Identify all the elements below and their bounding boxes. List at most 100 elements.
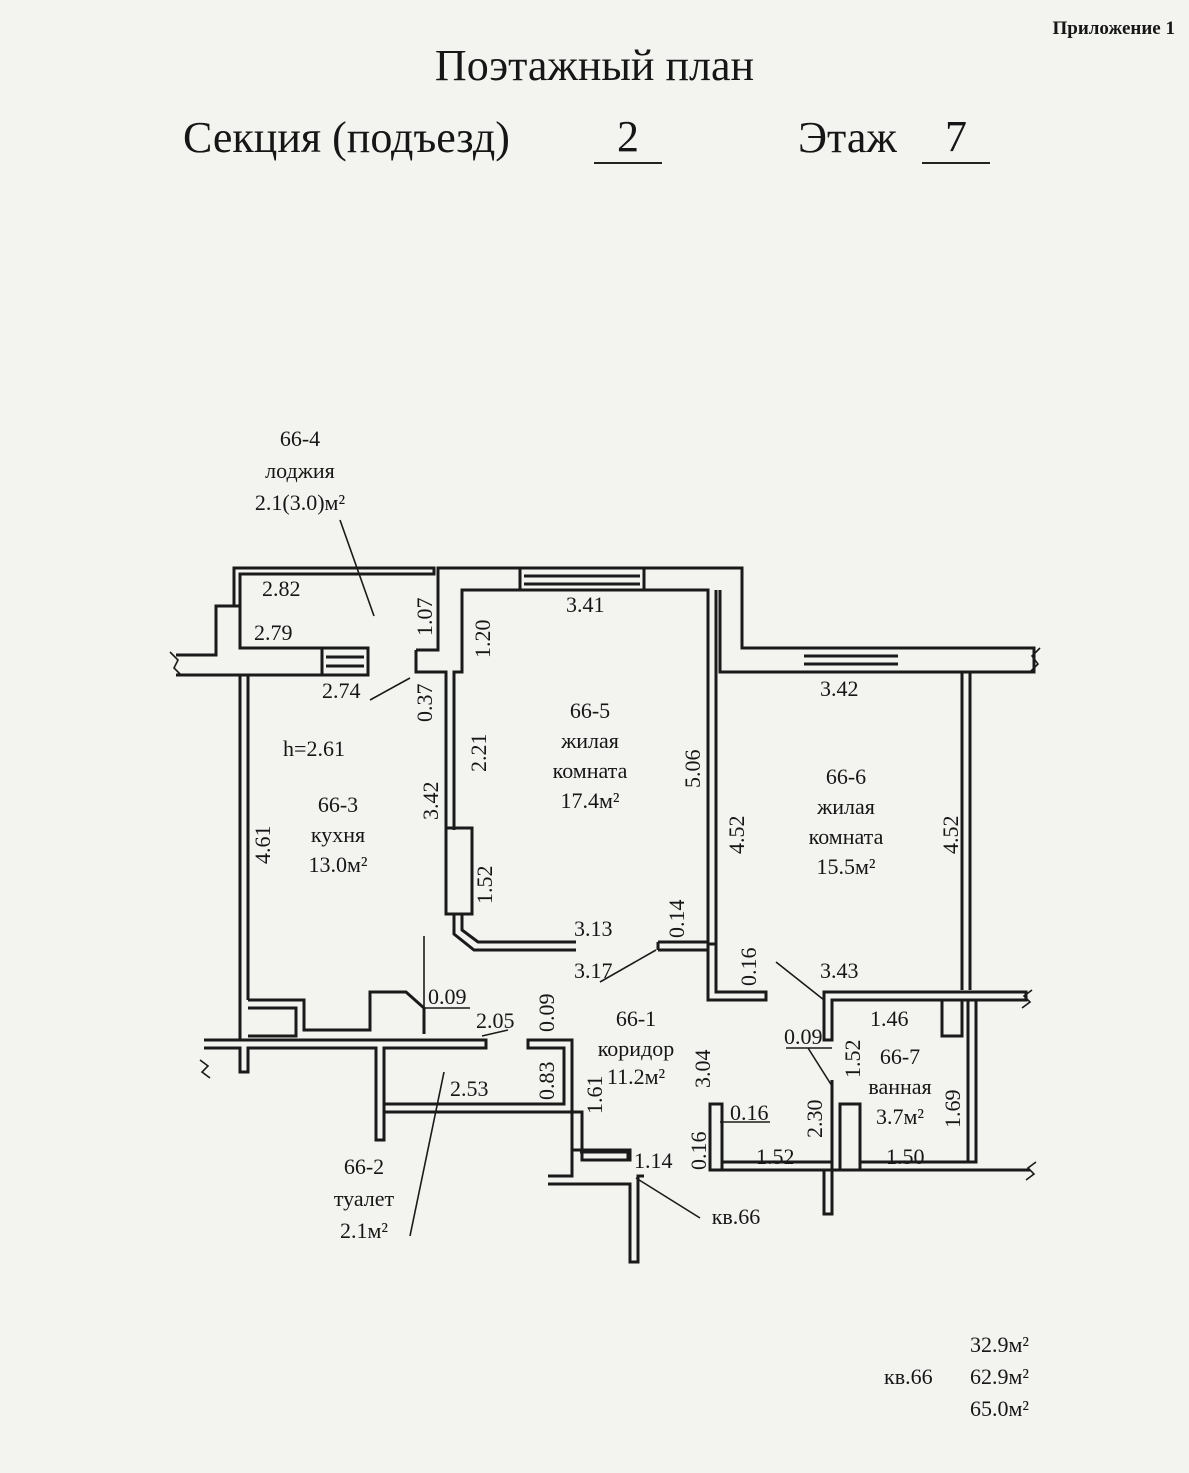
entrance-door (580, 1150, 630, 1160)
dim-label: 1.46 (870, 1006, 909, 1031)
leader-lines (339, 519, 833, 1237)
room-1-id: 66-1 (616, 1006, 656, 1031)
bathroom-bottom (722, 1000, 1030, 1172)
dim-label: 1.61 (582, 1076, 607, 1115)
kitchen-left-wall (238, 675, 250, 1040)
room-loggia-area: 2.1(3.0)м² (255, 490, 346, 515)
room-1-name: коридор (598, 1036, 675, 1061)
dim-label: 0.16 (736, 948, 761, 987)
room-2-name: туалет (334, 1186, 395, 1211)
window-room-5 (520, 566, 644, 592)
leader-274 (369, 677, 411, 701)
leader-loggia (339, 519, 375, 617)
room-labels: 66-4 лоджия 2.1(3.0)м² 66-5 жилая комнат… (255, 426, 932, 1243)
room-6-area: 15.5м² (816, 854, 875, 879)
leader-317 (599, 949, 657, 983)
dim-label: 5.06 (680, 750, 705, 789)
dim-label: 3.42 (418, 782, 443, 821)
break-right-mid (1021, 989, 1033, 1009)
apartment-label: кв.66 (712, 1204, 761, 1229)
room-5-bottom-wall (452, 914, 576, 952)
dim-label: 3.43 (820, 958, 859, 983)
room-6-right-wall (960, 672, 972, 990)
dim-label: 3.17 (574, 958, 613, 983)
floor-value: 7 (922, 112, 990, 164)
room-1-area: 11.2м² (607, 1064, 666, 1089)
leader-343 (775, 961, 825, 1001)
corridor-jamb (708, 1102, 724, 1172)
break-left-bottom (199, 1059, 211, 1079)
dim-label: 4.52 (938, 816, 963, 855)
break-right-bottom (1025, 1161, 1037, 1181)
dim-label: 3.04 (690, 1050, 715, 1089)
top-right-end (902, 646, 1036, 674)
page-title: Поэтажный план (434, 41, 755, 90)
dim-label: 1.07 (412, 598, 437, 637)
dim-label: 2.05 (476, 1008, 515, 1033)
dim-label: 0.09 (784, 1024, 823, 1049)
dim-label: 0.09 (534, 994, 559, 1033)
dim-label: 0.83 (534, 1062, 559, 1101)
bathroom-inner (830, 1000, 964, 1172)
room-7-area: 3.7м² (876, 1104, 924, 1129)
room-3-area: 13.0м² (308, 852, 367, 877)
section-value: 2 (594, 112, 662, 164)
dim-label: 0.37 (412, 684, 437, 723)
ventilation-duct (444, 826, 474, 916)
dim-label: 3.41 (566, 592, 605, 617)
section-label: Секция (подъезд) (183, 113, 510, 162)
bathroom-bottom-stub (822, 1170, 834, 1216)
bathroom-top-wall (822, 990, 1028, 1042)
room-loggia-id: 66-4 (280, 426, 320, 451)
room-5-id: 66-5 (570, 698, 610, 723)
plan-walls (169, 566, 1041, 1264)
appendix-label: Приложение 1 (1052, 18, 1175, 39)
total-area: 62.9м² (970, 1364, 1029, 1389)
dim-label: 2.82 (262, 576, 301, 601)
dim-label: 1.69 (940, 1090, 965, 1129)
leader-205 (481, 1029, 509, 1037)
room-5-name1: жилая (560, 728, 619, 753)
room-loggia-name: лоджия (265, 458, 335, 483)
leader-kv66 (635, 1177, 701, 1219)
area-totals: 32.9м² кв.66 62.9м² 65.0м² (884, 1332, 1029, 1421)
dim-label: 2.53 (450, 1076, 489, 1101)
totals-apartment-label: кв.66 (884, 1364, 933, 1389)
room-5-area: 17.4м² (560, 788, 619, 813)
leader-toilet (409, 1071, 445, 1237)
toilet-top-wall (204, 1038, 488, 1142)
room-6-bottom-wall (706, 944, 768, 1002)
break-right (1029, 647, 1041, 673)
room-6-name2: комната (809, 824, 884, 849)
loggia-wall (232, 566, 436, 606)
dim-label: 3.42 (820, 676, 859, 701)
dimension-labels: 2.82 2.79 2.74 1.07 1.20 0.37 3.41 3.42 … (250, 576, 965, 1173)
top-right-wall (642, 566, 800, 946)
room-5-name2: комната (553, 758, 628, 783)
dim-label: 4.61 (250, 826, 275, 865)
dim-label: 2.21 (466, 734, 491, 773)
dim-label: 3.13 (574, 916, 613, 941)
total-area-with-loggia: 65.0м² (970, 1396, 1029, 1421)
window-room-6 (800, 646, 902, 674)
dim-label: 1.52 (756, 1144, 795, 1169)
break-left (169, 651, 183, 677)
dim-label: 0.14 (664, 900, 689, 939)
entrance-wall (548, 1150, 644, 1264)
dim-label: 4.52 (724, 816, 749, 855)
dim-label: 2.74 (322, 678, 361, 703)
living-area-total: 32.9м² (970, 1332, 1029, 1357)
dim-label: 0.09 (428, 984, 467, 1009)
leader-009c (786, 1047, 833, 1087)
dim-label: 1.20 (470, 620, 495, 659)
room-5-door-jamb (656, 940, 710, 952)
room-7-id: 66-7 (880, 1044, 920, 1069)
room-6-name1: жилая (816, 794, 875, 819)
room-2-id: 66-2 (344, 1154, 384, 1179)
dim-label: 1.14 (634, 1148, 673, 1173)
dim-label: 2.30 (802, 1100, 827, 1139)
dim-label: 2.79 (254, 620, 293, 645)
dim-label: 0.16 (686, 1132, 711, 1171)
dim-label: 1.52 (840, 1040, 865, 1079)
